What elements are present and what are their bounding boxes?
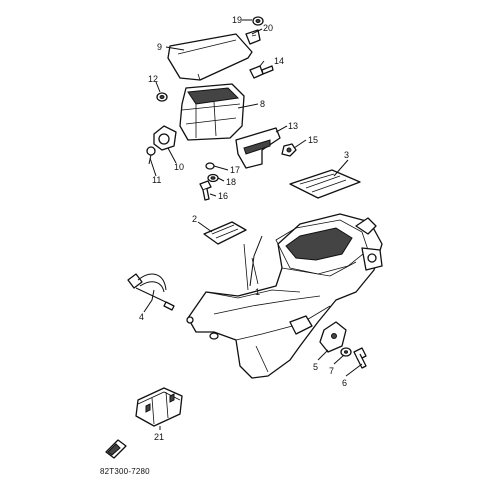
part-20-clip <box>245 29 261 45</box>
callout-1: 1 <box>255 287 260 297</box>
callout-9: 9 <box>157 42 162 52</box>
part-2-label <box>203 221 247 245</box>
callout-12: 12 <box>148 74 158 84</box>
callout-7: 7 <box>329 366 334 376</box>
front-arrow-icon <box>105 439 127 459</box>
callout-21: 21 <box>154 432 164 442</box>
part-3-label <box>289 169 361 199</box>
callout-6: 6 <box>342 378 347 388</box>
callout-5: 5 <box>313 362 318 372</box>
part-9-cover-lid <box>167 33 253 81</box>
part-15-nut <box>281 143 297 157</box>
part-12-grommet <box>156 92 168 102</box>
part-8-box <box>179 83 245 141</box>
callout-13: 13 <box>288 121 298 131</box>
part-10-gasket <box>153 125 177 151</box>
callout-11: 11 <box>152 175 161 185</box>
part-6-bolt <box>353 347 367 369</box>
part-5-bracket <box>319 321 347 353</box>
callout-18: 18 <box>226 177 236 187</box>
leader-lines <box>143 19 363 430</box>
part-11-screw <box>146 146 156 165</box>
part-17-washer <box>205 162 215 170</box>
callout-20: 20 <box>263 23 273 33</box>
part-16-bolt <box>199 180 212 201</box>
callout-4: 4 <box>139 312 144 322</box>
part-14-bolt <box>249 65 274 79</box>
part-19-nut <box>252 16 264 26</box>
part-18-collar <box>207 173 219 183</box>
callout-10: 10 <box>174 162 184 172</box>
diagram-code: 82T300-7280 <box>100 467 150 476</box>
part-1-housing <box>186 213 383 379</box>
callout-15: 15 <box>308 135 318 145</box>
callout-2: 2 <box>192 214 197 224</box>
part-7-washer <box>340 347 352 357</box>
callout-8: 8 <box>260 99 265 109</box>
callout-16: 16 <box>218 191 228 201</box>
part-21-connector <box>135 387 183 427</box>
callout-19: 19 <box>232 15 242 25</box>
part-13-bracket <box>235 127 281 169</box>
callout-3: 3 <box>344 150 349 160</box>
part-4-wire <box>127 273 175 311</box>
callouts: 19 20 9 14 12 8 13 15 10 11 17 18 16 3 2… <box>139 15 349 442</box>
callout-17: 17 <box>230 165 240 175</box>
callout-14: 14 <box>274 56 284 66</box>
